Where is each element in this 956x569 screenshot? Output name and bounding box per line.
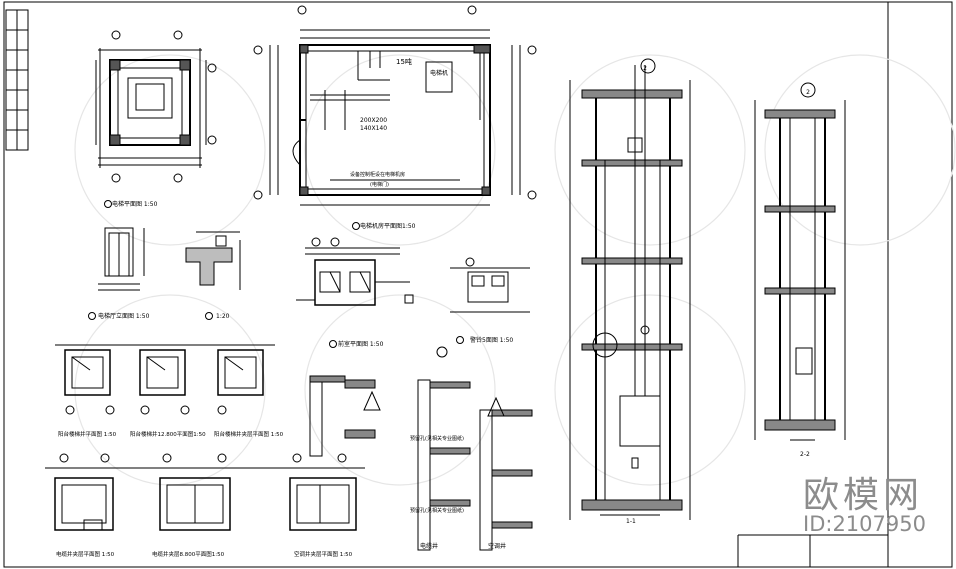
elevator-plan: [95, 30, 217, 183]
caption-stair-12800: 阳台楼梯井12.800平面图1:50: [130, 430, 206, 438]
cable-shaft-plans: [45, 453, 365, 531]
caption-detail: 1:20: [216, 313, 230, 320]
door-note: (电梯门): [370, 181, 389, 188]
pipe-note-1: 预留孔(见相关专业图纸): [410, 435, 464, 442]
caption-alarm: 警铃5面图 1:50: [470, 336, 513, 344]
title-strip: [5, 9, 29, 151]
elevator-section-2: [754, 82, 846, 441]
machine-label: 电梯机: [430, 69, 448, 77]
hole-label-1: 200X200: [360, 117, 387, 124]
caption-hall-elevation: 电梯厅立面图 1:50: [98, 312, 150, 320]
cable-well-label: 电缆井: [420, 542, 438, 550]
ac-well-label: 空调井: [488, 542, 506, 550]
watermark-brand: 欧模网: [803, 475, 924, 516]
caption-cable-8800: 电缆井夹层8.800平面图1:50: [152, 550, 225, 558]
caption-machine-room: 电梯机房平面图1:50: [360, 222, 416, 230]
control-note: 设备控制柜设在电梯机房: [350, 171, 405, 178]
section-2-label: 2-2: [800, 451, 810, 458]
caption-stair-mezz: 阳台楼梯井夹层平面图 1:50: [214, 430, 284, 438]
hook-label: 15吨: [396, 57, 412, 66]
elevator-section-1: [569, 58, 691, 520]
caption-stair-well: 阳台楼梯井平面图 1:50: [58, 430, 117, 438]
caption-elevator-plan: 电梯平面图 1:50: [112, 200, 158, 208]
caption-front-room: 前室平面图 1:50: [338, 340, 384, 348]
section-marker-1: 2: [643, 65, 647, 72]
section-marker-2: 2: [806, 89, 810, 96]
wall-sections: [309, 346, 533, 551]
front-room-plan: [296, 237, 414, 306]
alarm-plan: [450, 257, 530, 313]
hall-elevation: [98, 227, 145, 291]
machine-room-plan: [253, 5, 537, 206]
section-1-label: 1-1: [626, 518, 636, 525]
hole-label-2: 140X140: [360, 125, 387, 132]
pipe-note-2: 预留孔(见相关专业图纸): [410, 507, 464, 514]
shaft-plans-row: [55, 344, 275, 415]
watermark-id: ID:2107950: [803, 512, 926, 536]
caption-ac-mezz: 空调井夹层平面图 1:50: [294, 550, 353, 558]
detail-section: [185, 231, 241, 290]
caption-cable-mezz: 电缆井夹层平面图 1:50: [56, 550, 115, 558]
